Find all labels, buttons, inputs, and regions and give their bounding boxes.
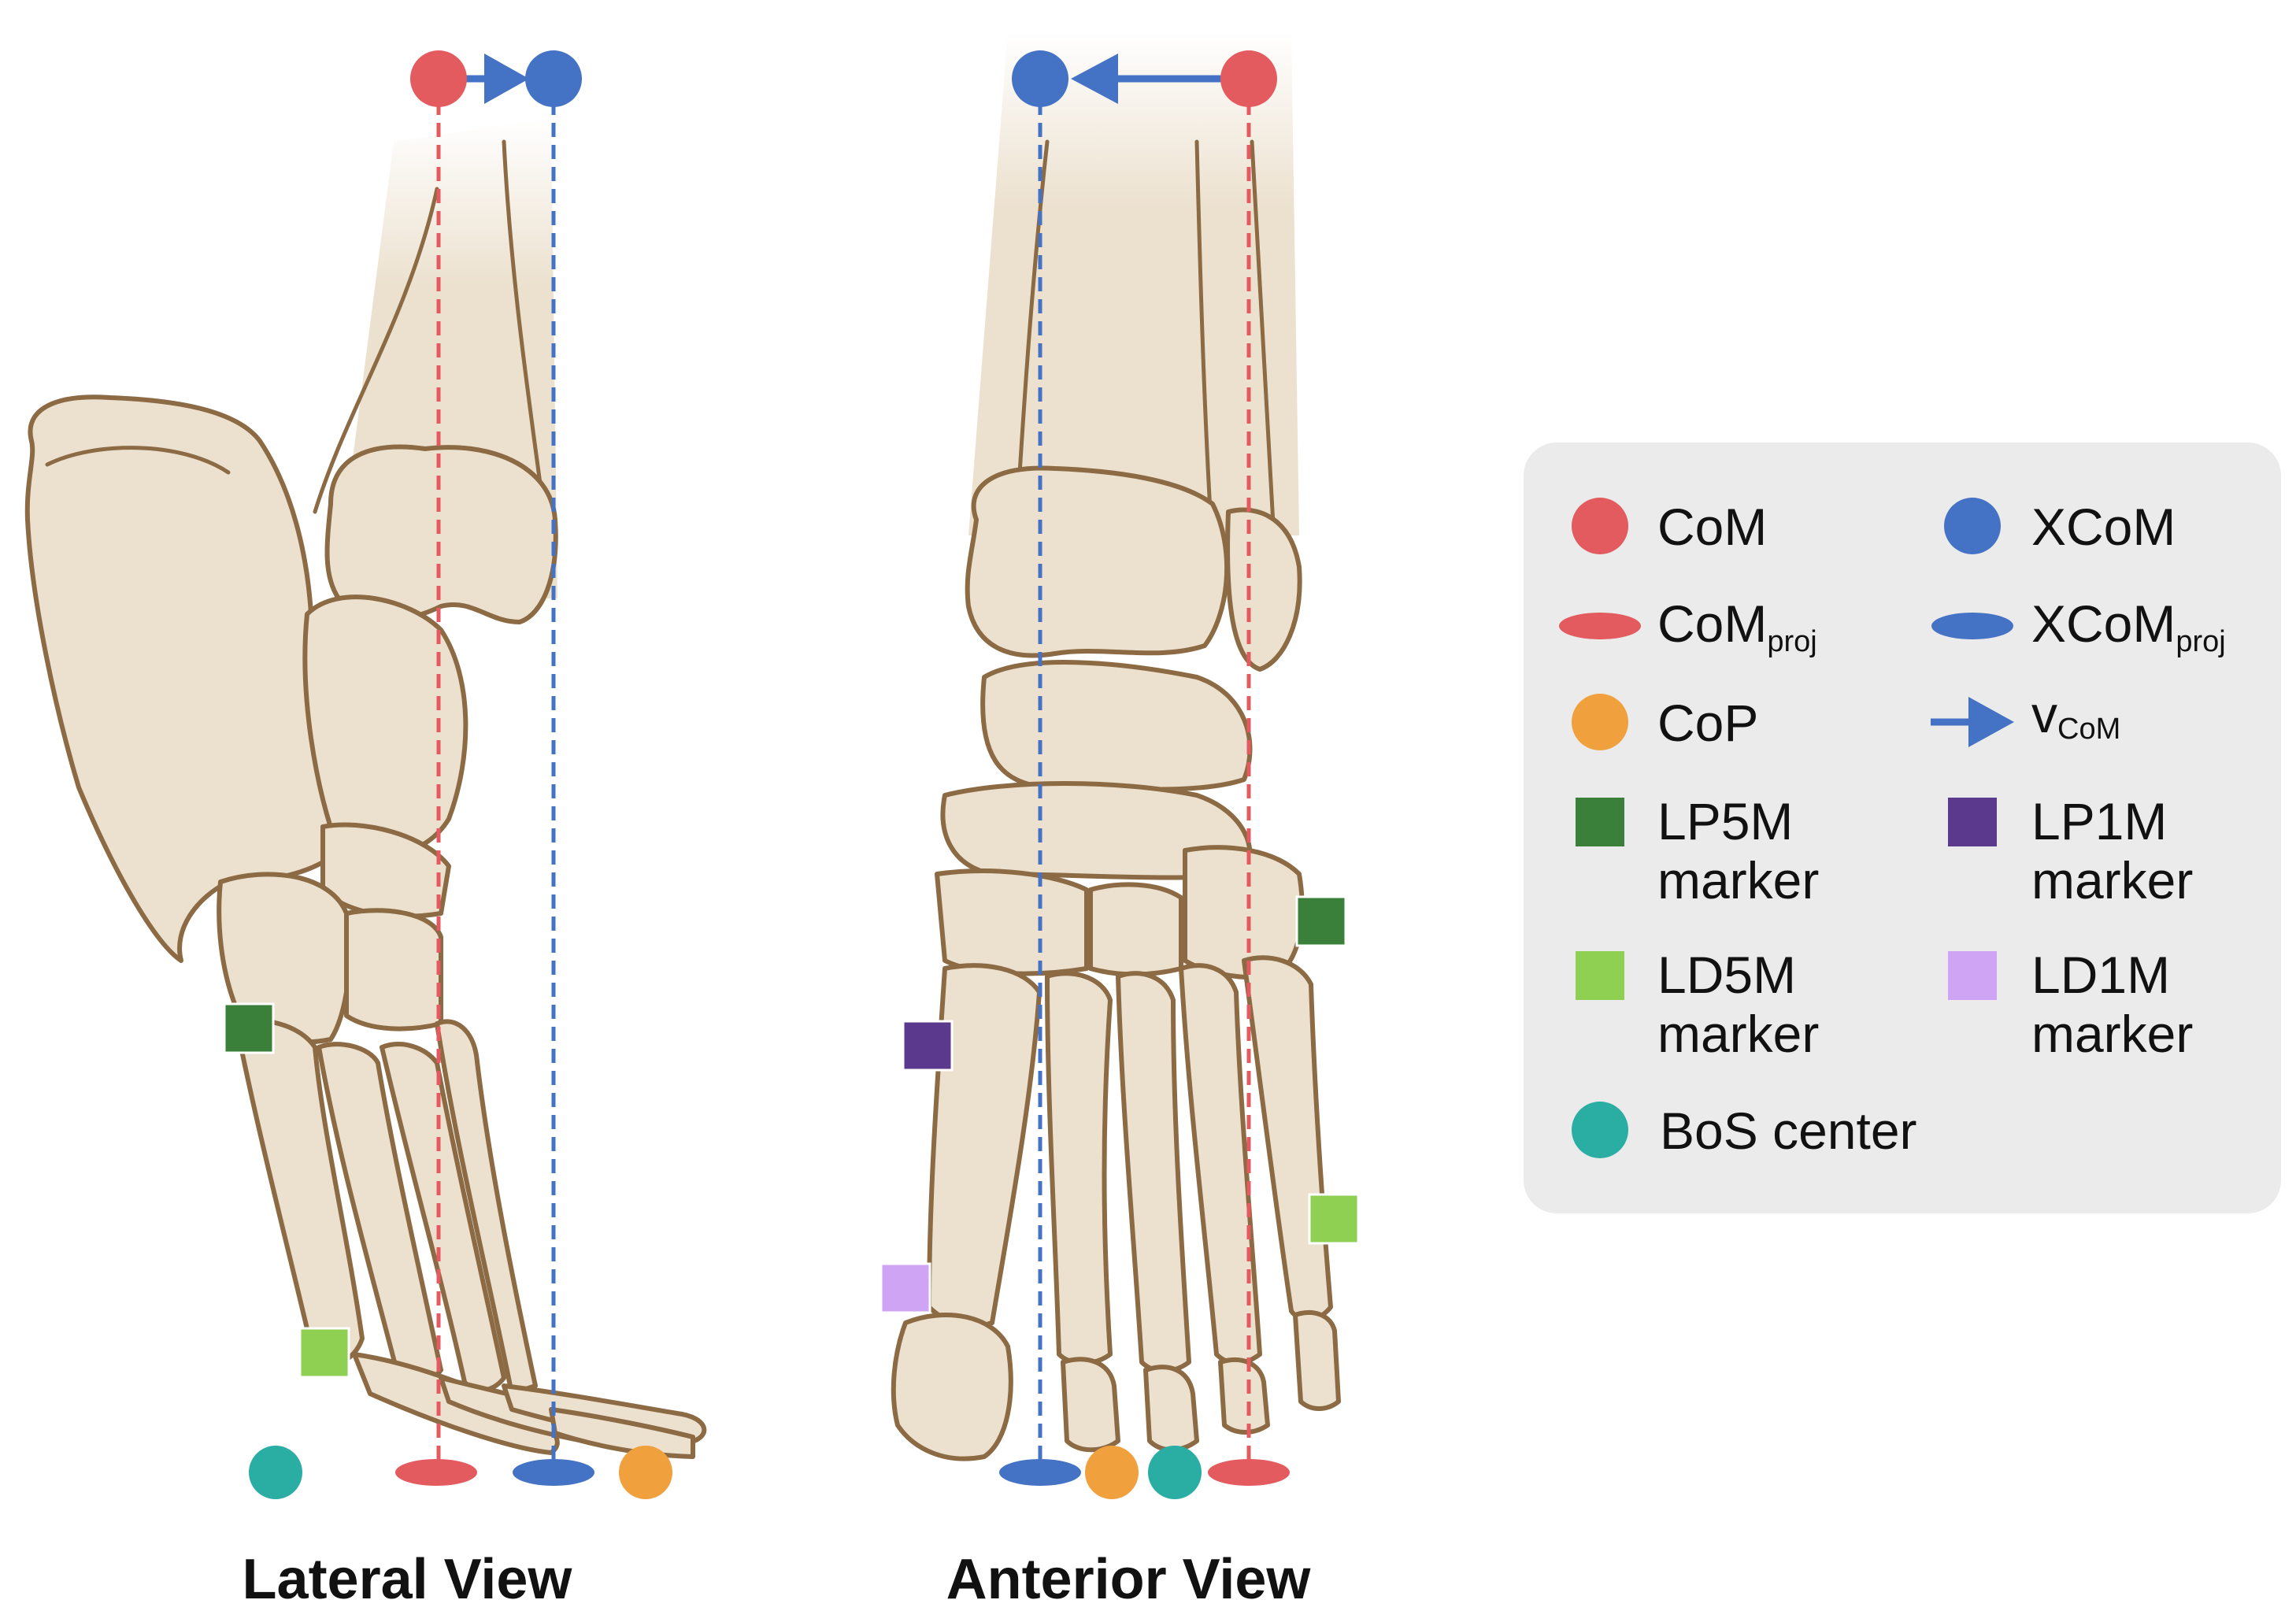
legend-xcom-proj-swatch <box>1931 613 2013 639</box>
legend-bos-label: BoS center <box>1660 1102 1917 1160</box>
lateral-com-proj <box>395 1459 477 1486</box>
legend-ld1m-swatch <box>1948 951 1997 1000</box>
legend-lp1m-swatch <box>1948 798 1997 846</box>
anterior-com-marker <box>1220 50 1277 107</box>
legend-xcom-label: XCoM <box>2031 498 2176 556</box>
lateral-lp5m-marker <box>223 1002 275 1054</box>
anterior-bos-center <box>1148 1446 1202 1499</box>
anterior-com-proj <box>1208 1459 1290 1486</box>
legend-xcom-proj-label: XCoMproj <box>2031 594 2226 658</box>
anterior-lp5m-marker <box>1295 895 1347 947</box>
legend-xcom-swatch <box>1944 498 2001 554</box>
legend-com-proj-swatch <box>1559 613 1641 639</box>
legend-com-proj-label: CoMproj <box>1657 594 1817 658</box>
anterior-xcom-proj <box>999 1459 1081 1486</box>
legend-ld1m-label-2: marker <box>2031 1005 2193 1063</box>
lateral-vcom-arrowhead <box>484 54 529 104</box>
anterior-lp1m-marker <box>902 1020 954 1072</box>
legend-com-label: CoM <box>1657 498 1767 556</box>
legend-lp5m-label-2: marker <box>1657 851 1819 909</box>
legend-ld5m-label-2: marker <box>1657 1005 1819 1063</box>
legend-lp5m-label: LP5M <box>1657 792 1793 850</box>
lateral-bos-center <box>249 1446 302 1499</box>
legend-lp5m-swatch <box>1576 798 1624 846</box>
anterior-ld1m-marker <box>880 1262 931 1314</box>
anterior-xcom-marker <box>1012 50 1068 107</box>
anterior-foot-skeleton <box>891 31 1341 1461</box>
legend-lp1m-label: LP1M <box>2031 792 2167 850</box>
legend-ld5m-swatch <box>1576 951 1624 1000</box>
lateral-xcom-proj <box>513 1459 594 1486</box>
anterior-cop <box>1085 1446 1139 1499</box>
lateral-cop <box>619 1446 672 1499</box>
lateral-foot-skeleton <box>24 118 707 1459</box>
legend-bos-swatch <box>1572 1102 1628 1158</box>
anterior-view-title: Anterior View <box>946 1548 1312 1611</box>
legend-ld1m-label: LD1M <box>2031 946 2170 1004</box>
legend-lp1m-label-2: marker <box>2031 851 2193 909</box>
lateral-view-title: Lateral View <box>243 1548 573 1611</box>
legend-ld5m-label: LD5M <box>1657 946 1796 1004</box>
legend-com-swatch <box>1572 498 1628 554</box>
lateral-com-marker <box>410 50 467 107</box>
legend: CoM XCoM CoMproj XCoMproj CoP vCoM LP5M … <box>1524 443 2281 1213</box>
legend-cop-label: CoP <box>1657 694 1758 752</box>
lateral-ld5m-marker <box>298 1327 350 1379</box>
anterior-ld5m-marker <box>1308 1193 1360 1245</box>
anterior-vcom-arrowhead <box>1071 54 1118 104</box>
legend-cop-swatch <box>1572 694 1628 750</box>
legend-vcom-arrowhead <box>1968 697 2014 747</box>
lateral-xcom-marker <box>525 50 582 107</box>
legend-vcom-label: vCoM <box>2031 685 2120 746</box>
legend-background <box>1524 443 2281 1213</box>
